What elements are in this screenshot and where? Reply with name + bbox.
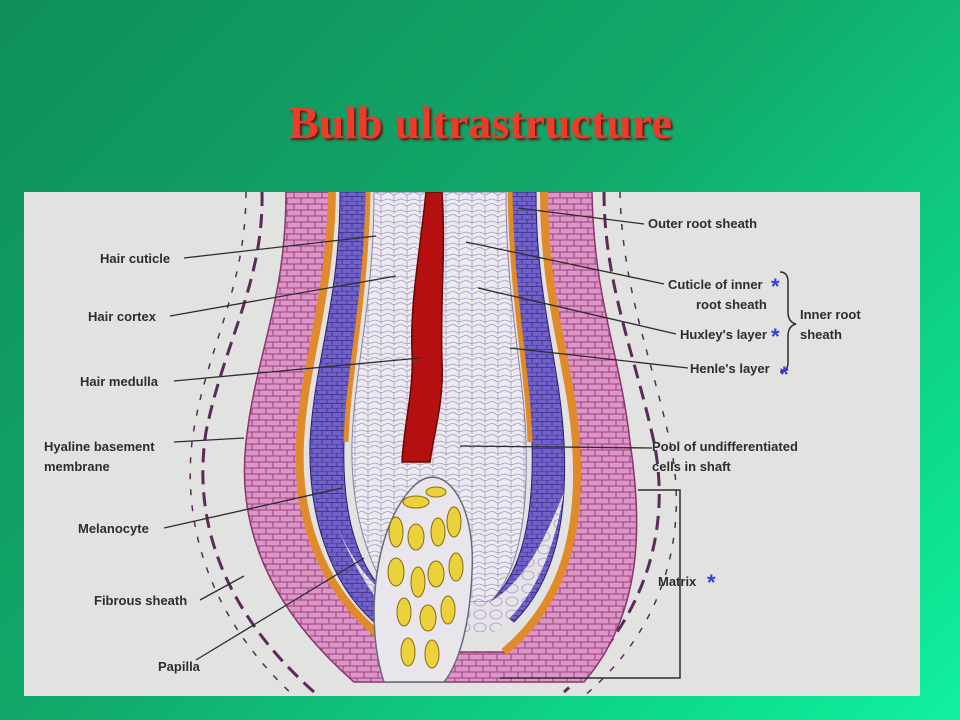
label-cuticle-inner-line2: root sheath: [696, 297, 767, 312]
label-papilla: Papilla: [158, 659, 200, 674]
label-hair-cuticle: Hair cuticle: [100, 251, 171, 266]
label-melanocyte: Melanocyte: [78, 521, 149, 536]
label-pool-line1: Pool of undifferentiated: [652, 439, 798, 454]
fibrous-sheath-shape: [201, 192, 661, 694]
hair-bulb-diagram: Hair cuticle Hair cortex Hair medulla Hy…: [24, 192, 920, 696]
label-pool-line2: cells in shaft: [652, 459, 731, 474]
label-hair-cortex: Hair cortex: [88, 309, 156, 324]
label-huxleys-layer: Huxley's layer: [680, 327, 767, 342]
slide-title: Bulb ultrastructure: [288, 97, 672, 148]
label-hair-medulla: Hair medulla: [80, 374, 159, 389]
label-cuticle-inner-line1: Cuticle of inner: [668, 277, 763, 292]
asterisk-marker-huxley: *: [771, 324, 780, 349]
label-hyaline-line2: membrane: [44, 459, 110, 474]
label-hyaline-line1: Hyaline basement: [44, 439, 155, 454]
asterisk-marker-henle: *: [780, 362, 789, 387]
hair-medulla-shape: [401, 192, 445, 463]
label-henles-layer: Henle's layer: [690, 361, 770, 376]
inner-root-sheath-bracket: [779, 271, 797, 373]
asterisk-marker-matrix: *: [707, 570, 716, 595]
label-inner-root-line1: Inner root: [800, 307, 861, 322]
label-inner-root-line2: sheath: [800, 327, 842, 342]
label-outer-root-sheath: Outer root sheath: [648, 216, 758, 231]
matrix-bracket: [500, 489, 681, 679]
label-fibrous-sheath: Fibrous sheath: [94, 593, 188, 608]
label-matrix: Matrix: [658, 574, 697, 589]
asterisk-marker-cuticle: *: [771, 274, 780, 299]
hair-bulb-illustration: [163, 192, 797, 696]
